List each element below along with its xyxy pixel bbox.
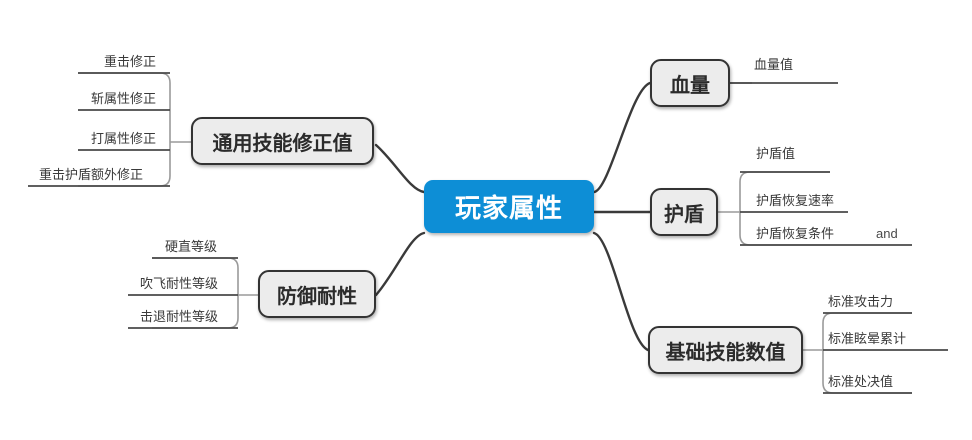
leaf-label-shield-1[interactable]: 护盾恢复速率 [756,193,835,208]
branch-node-health[interactable]: 血量 [650,59,730,107]
leaf-label-general-1[interactable]: 斩属性修正 [91,91,157,106]
edge-root-to-health [592,81,652,194]
root-node-label: 玩家属性 [454,193,563,223]
branch-node-label: 基础技能数值 [665,341,786,364]
branch-node-shield[interactable]: 护盾 [650,188,718,236]
leaf-label-shield-2[interactable]: 护盾恢复条件 [756,226,835,241]
leaf-label-defense-2[interactable]: 击退耐性等级 [140,309,219,324]
branch-node-label: 血量 [670,74,710,97]
branch-node-basic-skill-values[interactable]: 基础技能数值 [648,326,803,374]
leaf-label-general-0[interactable]: 重击修正 [104,54,157,69]
leaf-label-basic-2[interactable]: 标准处决值 [828,374,894,389]
leaf-label-basic-1[interactable]: 标准眩晕累计 [828,331,907,346]
annotation-and: and [876,226,898,241]
branch-node-label: 护盾 [664,203,704,226]
leaf-label-defense-0[interactable]: 硬直等级 [165,239,218,254]
edge-root-to-defense-resistance [374,231,426,297]
edge-root-to-basic-skill-values [592,231,650,352]
leaf-label-basic-0[interactable]: 标准攻击力 [828,294,894,309]
leaf-label-general-2[interactable]: 打属性修正 [91,131,157,146]
root-node-player-attributes[interactable]: 玩家属性 [424,180,594,233]
leaf-label-defense-1[interactable]: 吹飞耐性等级 [140,276,219,291]
edge-root-to-general-skill-modifier [374,143,426,194]
leaf-label-general-3[interactable]: 重击护盾额外修正 [39,167,144,182]
branch-node-label: 防御耐性 [277,285,357,308]
leaf-label-health-0[interactable]: 血量值 [754,57,794,72]
branch-node-label: 通用技能修正值 [212,132,353,155]
branch-node-defense-resistance[interactable]: 防御耐性 [258,270,376,318]
leaf-label-shield-0[interactable]: 护盾值 [756,146,796,161]
branch-node-general-skill-modifier[interactable]: 通用技能修正值 [191,117,374,165]
